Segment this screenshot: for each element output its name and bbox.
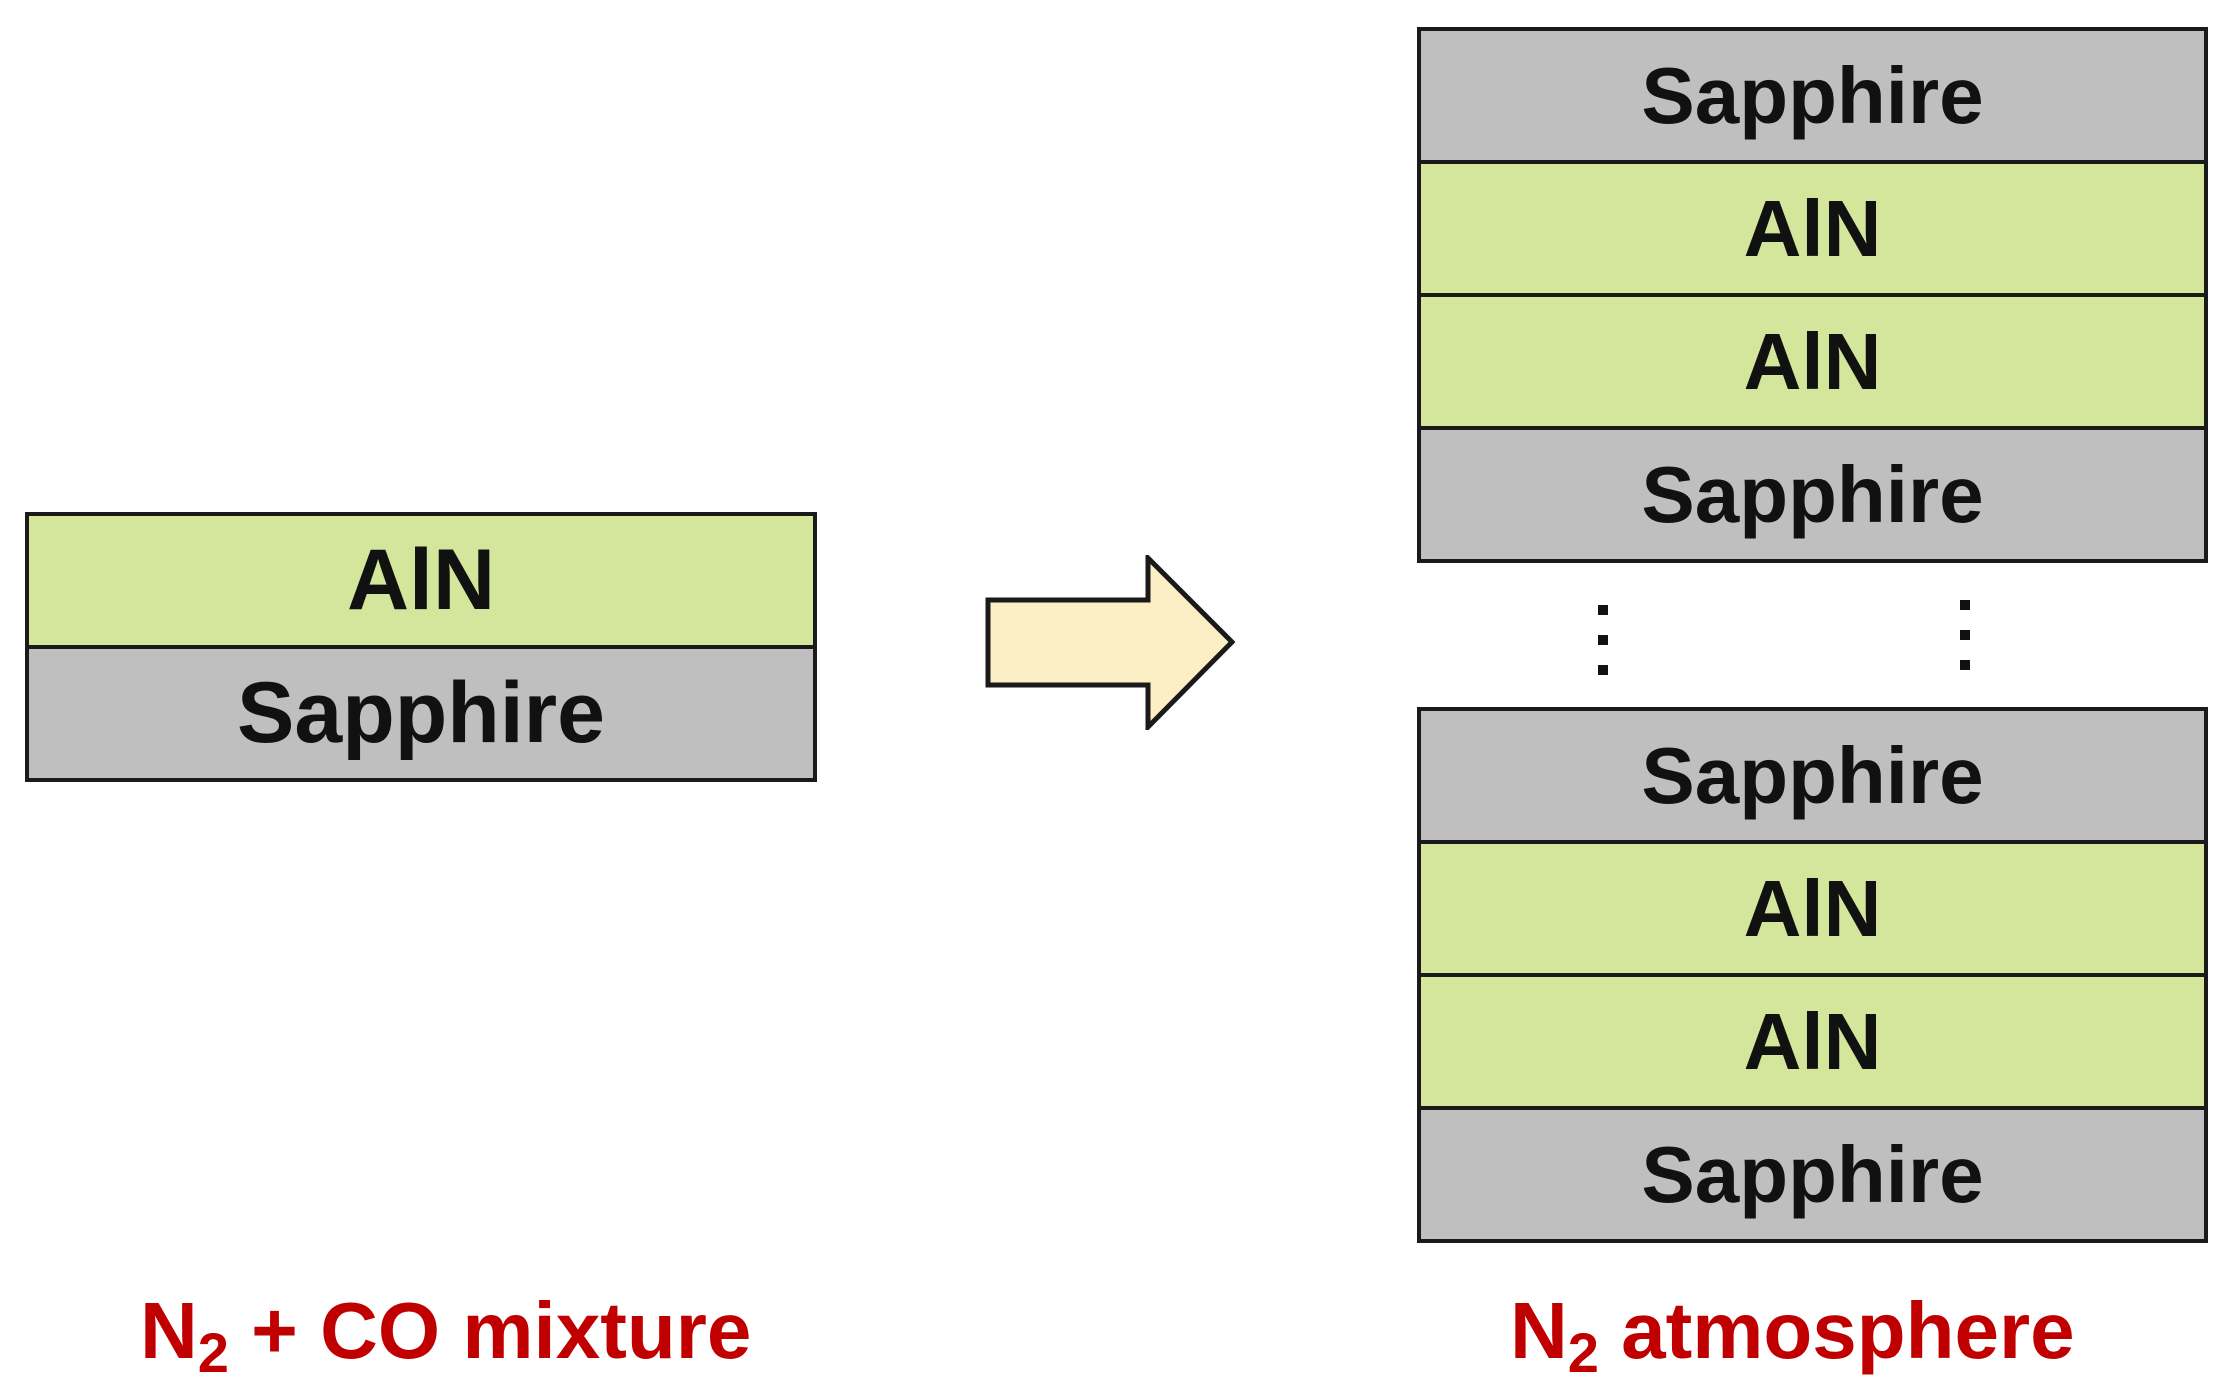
caption-right-subscript: 2 [1567,1321,1599,1384]
caption-left: N2 + CO mixture [140,1285,752,1381]
layer-aln: AlN [29,516,813,645]
caption-left-subscript: 2 [197,1321,229,1384]
right-bottom-layer-stack: Sapphire AlN AlN Sapphire [1417,707,2208,1243]
caption-left-rest: + CO mixture [228,1286,752,1375]
left-layer-stack: AlN Sapphire [25,512,817,782]
caption-right-rest: atmosphere [1598,1286,2075,1375]
layer-aln: AlN [1421,293,2204,426]
caption-left-main: N [140,1286,198,1375]
right-top-layer-stack: Sapphire AlN AlN Sapphire [1417,27,2208,563]
right-arrow-icon [985,555,1235,730]
caption-right: N2 atmosphere [1510,1285,2075,1381]
layer-sapphire: Sapphire [1421,1106,2204,1239]
vertical-ellipsis-icon [1598,605,1608,675]
layer-aln: AlN [1421,840,2204,973]
layer-sapphire: Sapphire [1421,426,2204,559]
layer-sapphire: Sapphire [1421,711,2204,840]
layer-aln: AlN [1421,973,2204,1106]
caption-right-main: N [1510,1286,1568,1375]
layer-aln: AlN [1421,160,2204,293]
vertical-ellipsis-icon [1960,600,1970,670]
layer-sapphire: Sapphire [1421,31,2204,160]
layer-sapphire: Sapphire [29,645,813,778]
